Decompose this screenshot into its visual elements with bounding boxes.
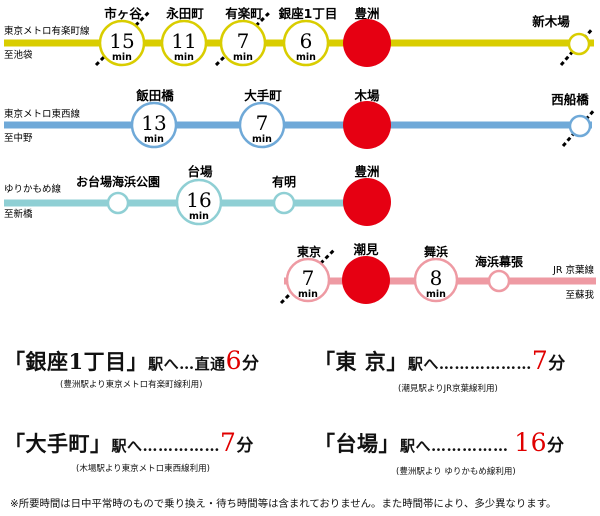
minutes-unit: min	[233, 52, 253, 63]
minutes-unit: min	[298, 289, 318, 300]
station-name: 銀座1丁目	[278, 6, 338, 21]
station-name: 有明	[272, 174, 296, 189]
line-name: ゆりかもめ線	[4, 183, 62, 195]
summary-note: (木場駅より東京メトロ東西線利用)	[76, 464, 210, 474]
station-name: 飯田橋	[135, 88, 174, 103]
summary-note: (豊洲駅より東京メトロ有楽町線利用)	[60, 380, 203, 390]
line-name: 東京メトロ東西線	[4, 108, 81, 120]
station-circle	[567, 32, 591, 56]
minutes-unit: min	[112, 52, 132, 63]
minutes-unit: min	[174, 52, 194, 63]
line-yurakucho: 東京メトロ有楽町線 至池袋 市ヶ谷 15 min 永田町 11 min 有楽町 …	[4, 6, 595, 67]
line-yurikamome: ゆりかもめ線 至新橋 お台場海浜公園 台場 16 min 有明 豊洲	[4, 164, 391, 226]
summary-tokyo: 「東 京」駅へ………………7分	[314, 346, 566, 375]
travel-minutes: 13	[141, 111, 166, 135]
station-name: 西船橋	[551, 92, 589, 107]
summary-daiba: 「台場」駅へ…………… 16分	[314, 428, 565, 457]
station-circle	[219, 19, 267, 67]
station-circle	[98, 19, 146, 67]
summary-station: 台場	[335, 431, 379, 456]
travel-minutes: 7	[256, 111, 269, 135]
station-name: 有楽町	[225, 6, 263, 21]
minutes-unit: min	[296, 52, 316, 63]
line-direction: 至新橋	[4, 208, 33, 220]
station-circle	[272, 191, 296, 215]
minutes-unit: min	[252, 134, 272, 145]
station-circle	[487, 269, 511, 293]
travel-minutes: 11	[171, 29, 196, 53]
travel-minutes: 6	[300, 29, 313, 53]
summary-station: 大手町	[25, 431, 90, 456]
station-name: 台場	[187, 164, 213, 179]
travel-minutes: 8	[430, 266, 443, 290]
minutes-unit: min	[426, 289, 446, 300]
minutes-unit: min	[144, 134, 164, 145]
station-circle	[160, 19, 208, 67]
summary-note: (豊洲駅より ゆりかもめ線利用)	[396, 467, 516, 477]
summary-note: (潮見駅よりJR京葉線利用)	[398, 384, 498, 394]
station-name: 豊洲	[354, 164, 379, 179]
station-circle	[238, 101, 286, 149]
summary-time: 16	[514, 428, 548, 457]
travel-minutes: 16	[186, 188, 211, 212]
summary-time: 7	[531, 346, 549, 375]
station-circle-highlight	[343, 101, 391, 149]
station-circle	[175, 178, 223, 226]
station-circle-highlight	[342, 256, 390, 304]
travel-minutes: 7	[237, 29, 250, 53]
station-name: 市ヶ谷	[104, 6, 142, 21]
station-circle-highlight	[343, 19, 391, 67]
summary-time: 6	[225, 346, 243, 375]
summary-time: 7	[220, 428, 237, 457]
station-name: 東京	[297, 244, 321, 259]
footnote: ※所要時間は日中平常時のもので乗り換え・待ち時間等は含まれておりません。また時間…	[10, 498, 557, 510]
station-name: 新木場	[532, 14, 570, 29]
station-circle	[413, 257, 459, 303]
line-direction: 至中野	[4, 132, 33, 144]
summary-station: 東 京	[335, 349, 387, 374]
station-circle	[285, 257, 331, 303]
travel-minutes: 7	[302, 266, 315, 290]
station-name: 舞浜	[423, 244, 448, 259]
line-direction: 至蘇我	[565, 289, 594, 301]
line-name: JR 京葉線	[552, 264, 594, 276]
line-tozai: 東京メトロ東西線 至中野 飯田橋 13 min 大手町 7 min 木場 西船橋	[4, 88, 597, 149]
station-name: 海浜幕張	[475, 254, 524, 269]
station-name: 豊洲	[354, 6, 379, 21]
station-name: お台場海浜公園	[76, 174, 160, 189]
station-circle-highlight	[343, 178, 391, 226]
station-name: 潮見	[353, 242, 379, 257]
line-name: 東京メトロ有楽町線	[4, 25, 90, 37]
line-direction: 至池袋	[4, 49, 33, 61]
station-circle	[568, 114, 592, 138]
station-circle	[106, 191, 130, 215]
station-circle	[130, 101, 178, 149]
summary-otemachi: 「大手町」駅へ……………7分	[4, 428, 254, 457]
line-jr-keiyo: JR 京葉線 至蘇我 東京 7 min 潮見 舞浜 8 min 海浜幕張	[279, 242, 596, 305]
summary-ginza: 「銀座1丁目」駅へ…直通6分	[4, 346, 260, 375]
station-name: 永田町	[165, 6, 204, 21]
station-name: 大手町	[244, 88, 282, 103]
summary-station: 銀座1丁目	[25, 349, 127, 374]
station-name: 木場	[353, 88, 380, 103]
travel-minutes: 15	[109, 29, 134, 53]
minutes-unit: min	[189, 211, 209, 222]
station-circle	[282, 19, 330, 67]
route-map: 東京メトロ有楽町線 至池袋 市ヶ谷 15 min 永田町 11 min 有楽町 …	[4, 6, 597, 305]
